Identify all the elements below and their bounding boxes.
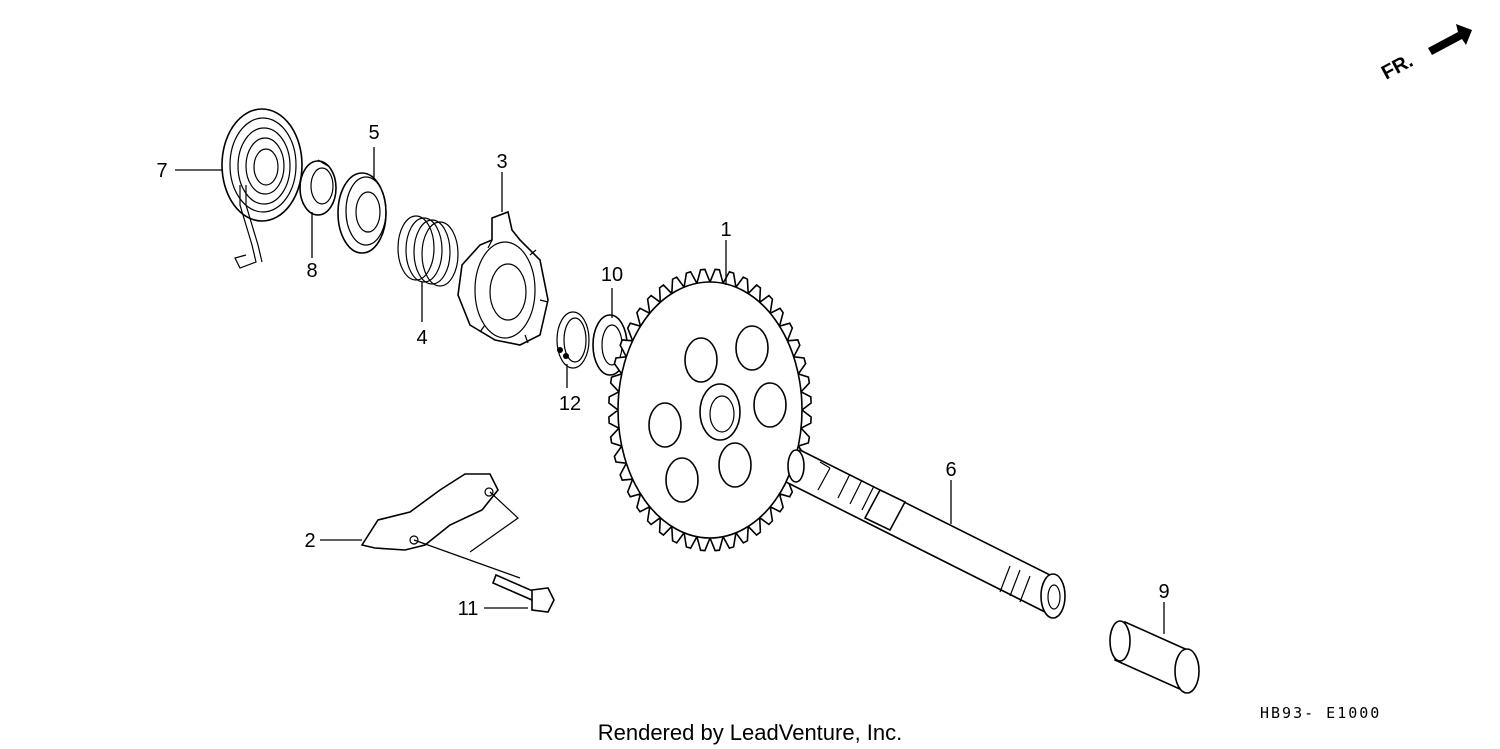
spring-part-7 <box>221 108 303 269</box>
diagram-code: HB93- E1000 <box>1260 704 1381 722</box>
collar-part-8 <box>299 159 337 216</box>
callout-1: 1 <box>720 219 731 241</box>
credit-line: Rendered by LeadVenture, Inc. <box>598 720 903 745</box>
arrow-icon <box>1428 24 1472 55</box>
callout-9: 9 <box>1158 581 1169 603</box>
circlip-part-12 <box>556 311 590 369</box>
callout-2: 2 <box>304 530 315 552</box>
washer-part-5 <box>337 172 387 254</box>
callout-6: 6 <box>945 459 956 481</box>
callout-5: 5 <box>368 122 379 144</box>
callout-3: 3 <box>496 151 507 173</box>
collar-part-9 <box>1109 620 1200 694</box>
callout-7: 7 <box>156 160 167 182</box>
ratchet-part-3 <box>457 210 549 346</box>
callout-labels: 1 2 3 4 5 6 7 8 9 10 11 12 <box>156 122 1169 620</box>
callout-12: 12 <box>559 393 581 415</box>
callout-11: 11 <box>458 598 479 620</box>
leader-lines <box>175 147 1165 634</box>
callout-8: 8 <box>306 260 317 282</box>
callout-10: 10 <box>601 264 623 286</box>
front-direction-marker: FR. <box>1378 24 1472 84</box>
bolt-part-11 <box>491 573 555 613</box>
friction-spring-part-4 <box>397 215 459 287</box>
front-direction-label: FR. <box>1378 50 1417 85</box>
shaft-part-6 <box>784 448 1066 619</box>
plate-part-2 <box>360 473 521 579</box>
callout-4: 4 <box>416 327 427 349</box>
gear-part-1 <box>608 268 812 552</box>
